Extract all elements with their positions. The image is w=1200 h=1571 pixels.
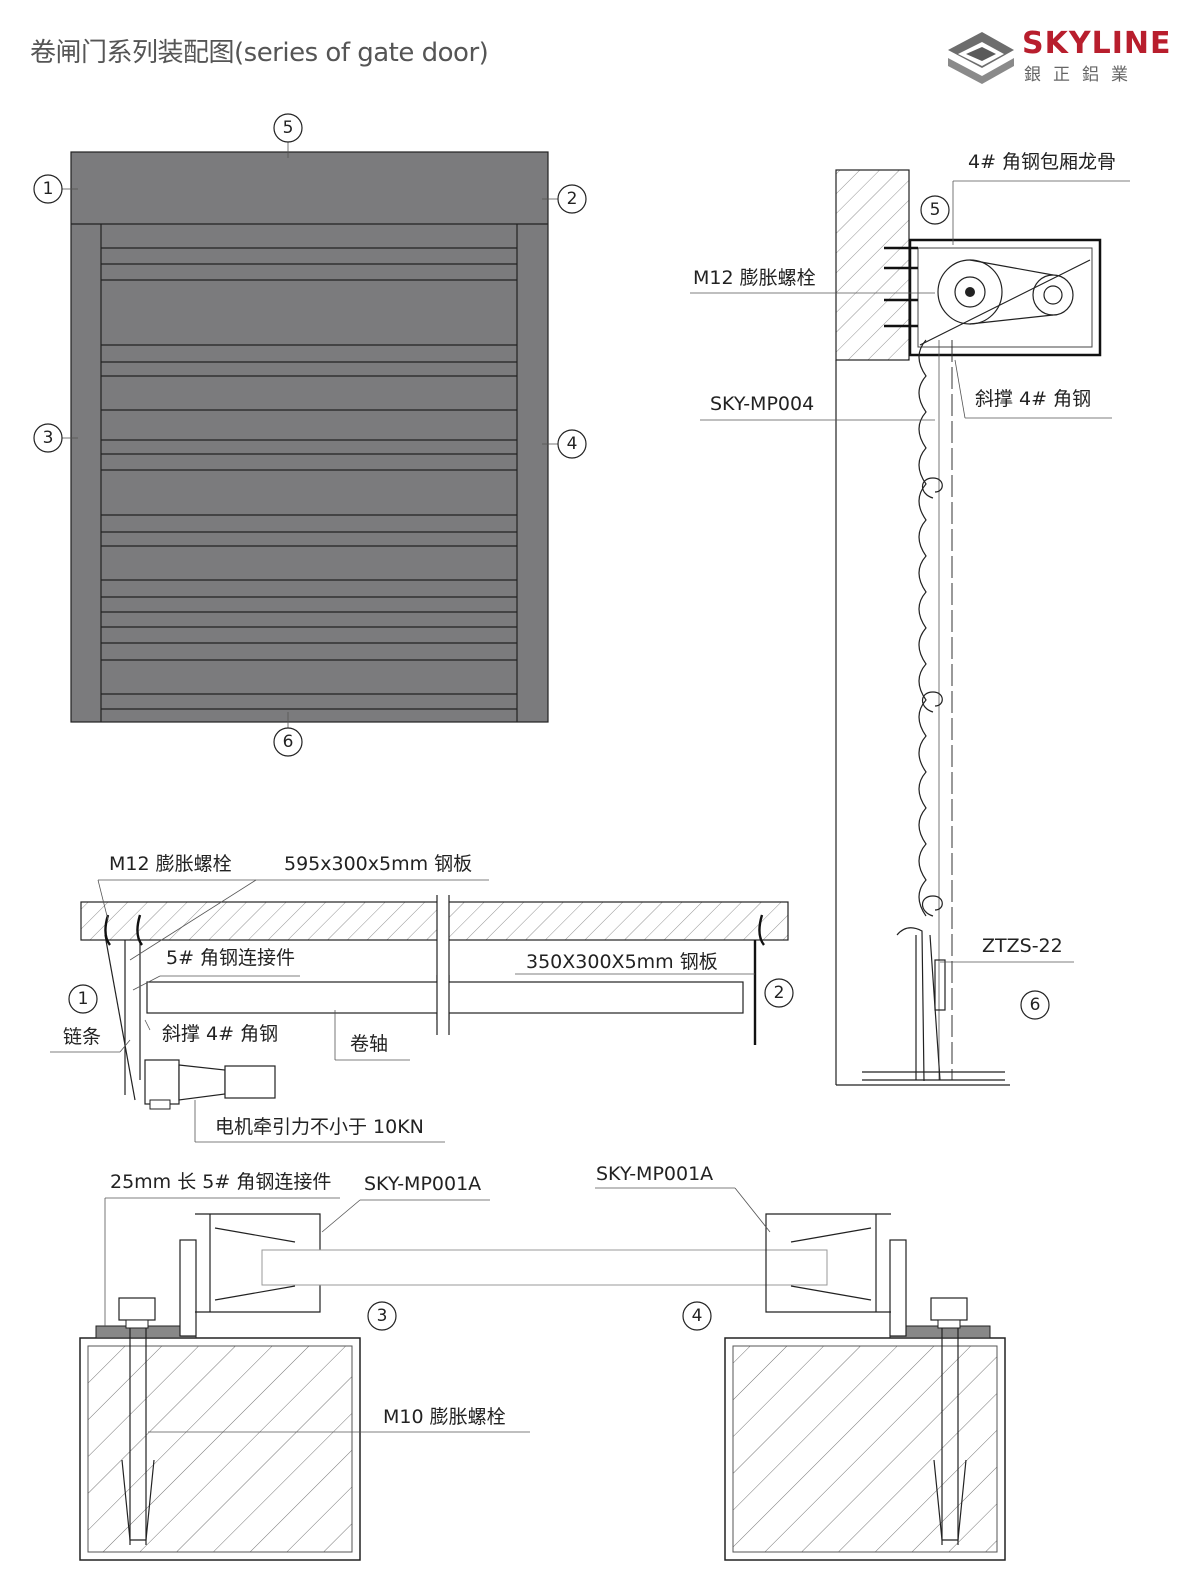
label-plate-350: 350X300X5mm 钢板 [526, 951, 718, 973]
svg-text:3: 3 [377, 1306, 388, 1326]
marker-5-top: 5 [273, 113, 303, 143]
brand-subtitle: 銀正鋁業 [1024, 65, 1140, 85]
marker-5-section: 5 [920, 195, 950, 225]
marker-6-section: 6 [1020, 990, 1050, 1020]
svg-text:2: 2 [774, 983, 785, 1003]
label-shaft: 卷轴 [350, 1033, 388, 1055]
svg-text:5: 5 [930, 200, 941, 220]
label-brace-plan: 斜撑 4# 角钢 [162, 1023, 278, 1045]
marker-1-top: 1 [33, 174, 63, 204]
brand-name: SKYLINE [1022, 26, 1172, 61]
label-m10-bolt: M10 膨胀螺栓 [383, 1406, 506, 1428]
label-head-angle: 4# 角钢包厢龙骨 [968, 151, 1116, 173]
label-brace-section: 斜撑 4# 角钢 [975, 388, 1091, 410]
label-motor: 电机牵引力不小于 10KN [215, 1116, 424, 1138]
svg-text:5: 5 [283, 118, 294, 138]
svg-text:6: 6 [283, 732, 294, 752]
svg-text:1: 1 [78, 989, 89, 1009]
label-plate-595: 595x300x5mm 钢板 [284, 853, 472, 875]
svg-text:3: 3 [43, 428, 54, 448]
marker-1-plan: 1 [68, 984, 98, 1014]
marker-3-top: 3 [33, 423, 63, 453]
plan-section [80, 895, 789, 1110]
front-elevation [70, 151, 549, 723]
skyline-logo-icon [948, 32, 1014, 84]
svg-text:2: 2 [567, 189, 578, 209]
jamb-details [79, 1213, 1006, 1561]
label-slat-profile: SKY-MP004 [710, 393, 814, 415]
vertical-section [835, 169, 1102, 1086]
label-connector-5: 5# 角钢连接件 [166, 947, 295, 969]
label-guide-left: SKY-MP001A [364, 1173, 481, 1195]
page-title: 卷闸门系列装配图(series of gate door) [30, 38, 489, 68]
label-m12-bolt-section: M12 膨胀螺栓 [693, 267, 816, 289]
label-chain: 链条 [63, 1026, 101, 1048]
svg-text:4: 4 [567, 434, 578, 454]
marker-4-top: 4 [557, 429, 587, 459]
svg-text:1: 1 [43, 179, 54, 199]
leader-lines [50, 142, 1130, 1433]
svg-text:4: 4 [692, 1306, 703, 1326]
marker-4-jamb: 4 [682, 1301, 712, 1331]
marker-3-jamb: 3 [367, 1301, 397, 1331]
label-bottom-profile: ZTZS-22 [982, 935, 1063, 957]
label-guide-right: SKY-MP001A [596, 1163, 713, 1185]
label-m12-bolt-plan: M12 膨胀螺栓 [109, 853, 232, 875]
marker-2-plan: 2 [764, 978, 794, 1008]
label-connector-25: 25mm 长 5# 角钢连接件 [110, 1171, 331, 1193]
marker-6-top: 6 [273, 727, 303, 757]
marker-2-top: 2 [557, 184, 587, 214]
svg-text:6: 6 [1030, 995, 1041, 1015]
